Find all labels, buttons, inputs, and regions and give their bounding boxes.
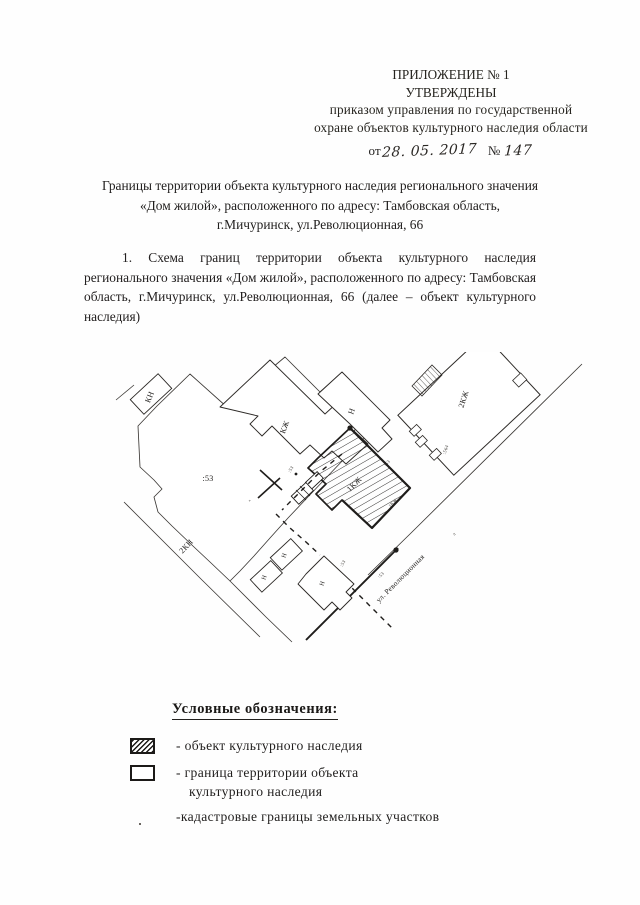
label-street-marker-a: л (451, 531, 457, 537)
approval-prefix-label: от (368, 143, 381, 158)
title-line-3: г.Мичуринск, ул.Революционная, 66 (216, 217, 424, 232)
label-n-small-3: Н (318, 580, 326, 587)
legend-item-cadastral-boundaries: -кадастровые границы земельных участков (130, 808, 530, 828)
label-n-small-3-edge: :53 (339, 559, 347, 568)
map-linework: КН КЖ Н :53 2КН (115, 352, 583, 643)
dimension-node (294, 472, 298, 476)
boundary-node-north (347, 425, 353, 431)
label-1kzh-edge-lower: 1КЖ (387, 497, 398, 508)
building-n-small-3-shape (297, 555, 355, 611)
header-line-order: приказом управления по государственной (329, 102, 573, 117)
handwritten-date: 28. 05. 2017 (381, 141, 478, 161)
legend-item-label-line2: культурного наследия (189, 783, 323, 799)
legend-item-label: -кадастровые границы земельных участков (176, 809, 440, 824)
boundary-dashed-southwest (275, 513, 321, 556)
label-n-small-2: Н (260, 574, 268, 581)
street-right-of-way-line (367, 363, 583, 576)
legend-item-label-line1: - граница территории объекта (176, 765, 359, 780)
outline-box-icon (130, 765, 155, 781)
title-line-1: Границы территории объекта культурного н… (101, 178, 539, 193)
dimension-tick-2 (257, 477, 281, 499)
building-n-small-2-shape (249, 559, 284, 593)
legend-swatch-cell (130, 764, 176, 781)
building-n-upper-shape (317, 371, 393, 453)
cadastral-scheme-map: КН КЖ Н :53 2КН (110, 352, 590, 652)
header-line-authority: охране объектов культурного наследия обл… (314, 119, 588, 135)
cadastral-line-south (229, 580, 293, 643)
label-street-number: :53 (377, 570, 386, 579)
header-line-approved: УТВЕРЖДЕНЫ (405, 84, 497, 100)
legend-item-territory-boundary: - граница территории объекта культурного… (130, 764, 530, 801)
outbuilding-kn-shape (115, 373, 173, 415)
body-paragraph: 1. Схема границ территории объекта культ… (84, 250, 536, 324)
header-line-appendix: ПРИЛОЖЕНИЕ № 1 (392, 67, 510, 82)
boundary-dashed-west (281, 453, 343, 511)
boundary-dashed-south (323, 559, 395, 631)
label-n-upper: Н (346, 407, 357, 416)
page-title: Границы территории объекта культурного н… (62, 176, 578, 235)
scan-speck (139, 823, 141, 825)
label-dim-2: + (249, 498, 252, 503)
label-parcel-53: :53 (202, 474, 213, 483)
label-2kzh-edge: :564 (442, 444, 450, 455)
label-kn: КН (143, 390, 156, 404)
hatched-box-icon (130, 738, 155, 754)
legend: Условные обозначения: - объект культурно… (130, 700, 530, 835)
handwritten-number: 147 (503, 142, 533, 160)
legend-title: Условные обозначения: (172, 701, 338, 720)
label-kzh: КЖ (278, 419, 291, 435)
label-dim-1: :53 (287, 465, 295, 474)
label-street-revolyutsionnaya: ул. Революционная (374, 552, 426, 604)
label-n-small-1: Н (280, 552, 288, 559)
heritage-object-1kzh-shape (290, 427, 411, 529)
legend-item-label: - граница территории объекта культурного… (176, 764, 359, 801)
legend-item-heritage-object: - объект культурного наследия (130, 737, 530, 757)
legend-rows: - объект культурного наследия - граница … (130, 737, 530, 828)
cadastral-line-southwest (123, 501, 261, 638)
building-n-small-1-shape (269, 537, 304, 571)
approval-number-label: № (487, 143, 501, 158)
boundary-node-south (393, 547, 399, 553)
label-1kzh-edge-upper: :53 (383, 458, 392, 467)
building-2kzh-shape (397, 352, 541, 476)
legend-swatch-cell (130, 737, 176, 754)
legend-item-label: - объект культурного наследия (176, 738, 363, 753)
document-header: ПРИЛОЖЕНИЕ № 1 УТВЕРЖДЕНЫ приказом управ… (280, 66, 622, 136)
dimension-tick-1 (259, 469, 283, 491)
heritage-territory-boundary (341, 427, 412, 530)
title-line-2: «Дом жилой», расположенного по адресу: Т… (139, 197, 501, 213)
